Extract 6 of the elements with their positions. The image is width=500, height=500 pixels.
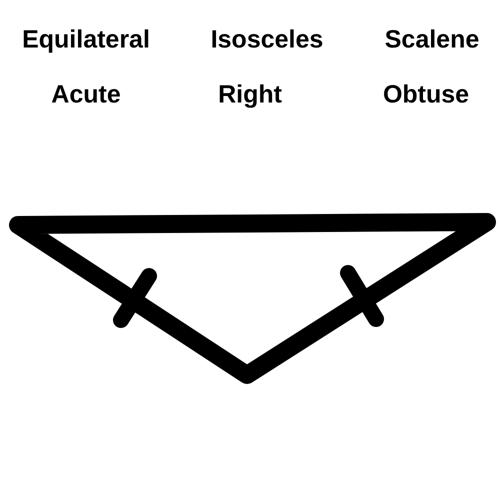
triangle-type-label: Isosceles — [210, 26, 324, 54]
triangle-type-label: Right — [218, 80, 282, 110]
triangle-type-label: Acute — [51, 80, 121, 110]
triangle-type-label: Obtuse — [382, 80, 470, 110]
triangle-type-label: Equilateral — [22, 26, 150, 54]
triangle-type-label: Scalene — [384, 26, 480, 54]
